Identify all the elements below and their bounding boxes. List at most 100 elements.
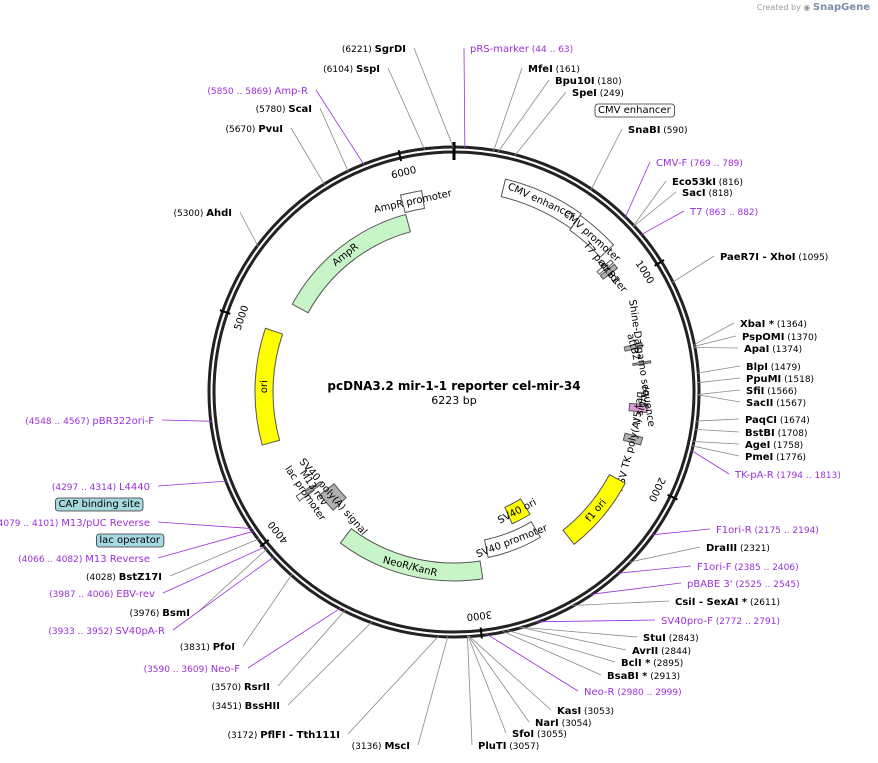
site-label-paer7i-xhoi[interactable]: PaeR7I - XhoI (1095): [720, 252, 828, 263]
label-name: pBR322ori-F: [92, 416, 154, 427]
primer-label-m13-puc-reverse[interactable]: (4079 .. 4101) M13/pUC Reverse: [0, 518, 150, 529]
site-label-pluti[interactable]: PluTI (3057): [478, 741, 539, 752]
site-label-bcli[interactable]: BclI * (2895): [621, 658, 683, 669]
snapgene-logo-icon: ◉: [803, 3, 811, 12]
site-label-bsabi[interactable]: BsaBI * (2913): [607, 671, 680, 682]
box-frame: [96, 533, 165, 548]
label-position: (2843): [666, 634, 699, 644]
site-label-sgrdi[interactable]: (6221) SgrDI: [342, 44, 406, 55]
label-position: (2772 .. 2791): [713, 617, 780, 627]
tick-mark: [219, 309, 231, 315]
primer-label-neo-r[interactable]: Neo-R (2980 .. 2999): [584, 687, 682, 698]
label-position: (1095): [796, 253, 829, 263]
site-label-rsrii[interactable]: (3570) RsrII: [211, 682, 270, 693]
label-position: (1776): [773, 453, 806, 463]
site-label-pvui[interactable]: (5670) PvuI: [226, 124, 283, 135]
site-label-pspomi[interactable]: PspOMI (1370): [742, 332, 817, 343]
feature-ampr-promoter[interactable]: [399, 190, 426, 214]
site-label-sacii[interactable]: SacII (1567): [746, 398, 806, 409]
feature-v5-tag[interactable]: [628, 402, 649, 414]
site-label-draiii[interactable]: DraIII (2321): [706, 543, 770, 554]
primer-label-f1ori-r[interactable]: F1ori-R (2175 .. 2194): [716, 525, 819, 536]
primer-label-tk-pa-r[interactable]: TK-pA-R (1794 .. 1813): [734, 470, 841, 481]
site-label-ahdi[interactable]: (5300) AhdI: [173, 208, 232, 219]
feature-sv40-promoter[interactable]: [483, 521, 542, 559]
site-label-bstz17i[interactable]: (4028) BstZ17I: [86, 572, 162, 583]
site-label-agei[interactable]: AgeI (1758): [745, 440, 803, 451]
leader-line: [467, 635, 473, 746]
feature-hsv-tk-poly-a-signal[interactable]: [622, 432, 644, 446]
site-label-bsshii[interactable]: (3451) BssHII: [212, 701, 280, 712]
primer-label-sv40pa-r[interactable]: (3933 .. 3952) SV40pA-R: [48, 626, 165, 637]
feature-ampr[interactable]: [291, 213, 412, 314]
site-label-bstbi[interactable]: BstBI (1708): [745, 428, 808, 439]
primer-label-f1ori-f[interactable]: F1ori-F (2385 .. 2406): [697, 562, 799, 573]
label-name: RsrII: [244, 682, 270, 693]
label-name: SacII: [746, 398, 773, 409]
site-label-sfoi[interactable]: SfoI (3055): [512, 729, 567, 740]
feature-cmv-promoter[interactable]: [569, 214, 615, 258]
label-name: NarI: [535, 718, 559, 729]
primer-label-cmv-f[interactable]: CMV-F (769 .. 789): [656, 158, 743, 169]
site-label-mfei[interactable]: MfeI (161): [528, 64, 580, 75]
site-label-sspi[interactable]: (6104) SspI: [323, 64, 380, 75]
feature-attb2[interactable]: [623, 341, 644, 352]
label-name: MscI: [384, 741, 410, 752]
site-label-apai[interactable]: ApaI (1374): [744, 344, 802, 355]
primer-label-pbabe-3[interactable]: pBABE 3' (2525 .. 2545): [687, 579, 800, 590]
site-label-avrii[interactable]: AvrII (2844): [632, 646, 691, 657]
primer-label-pbr322ori-f[interactable]: (4548 .. 4567) pBR322ori-F: [25, 416, 154, 427]
primer-label-sv40pro-f[interactable]: SV40pro-F (2772 .. 2791): [661, 616, 780, 627]
feature-label: V5 tag: [632, 391, 646, 425]
site-label-paqci[interactable]: PaqCI (1674): [745, 415, 810, 426]
label-name: MfeI: [528, 64, 553, 75]
label-position: (1794 .. 1813): [774, 471, 841, 481]
primer-label-m13-reverse[interactable]: (4066 .. 4082) M13 Reverse: [18, 554, 150, 565]
site-label-blpi[interactable]: BlpI (1479): [746, 362, 801, 373]
feature-t7-promoter[interactable]: [596, 259, 614, 275]
feature-sv40-poly-a-signal[interactable]: [319, 483, 347, 511]
site-label-ppumi[interactable]: PpuMI (1518): [746, 374, 814, 385]
site-label-scai[interactable]: (5780) ScaI: [256, 104, 312, 115]
plasmid-name: pcDNA3.2 mir-1-1 reporter cel-mir-34: [327, 379, 580, 393]
primer-label-neo-f[interactable]: (3590 .. 3609) Neo-F: [144, 664, 241, 675]
site-label-csii-sexai[interactable]: CsiI - SexAI * (2611): [675, 597, 780, 608]
site-label-bpu10i[interactable]: Bpu10I (180): [555, 76, 622, 87]
site-label-nari[interactable]: NarI (3054): [535, 718, 592, 729]
label-position: (2895): [650, 659, 683, 669]
feature-m13-rev[interactable]: [304, 481, 323, 495]
leader-line: [590, 582, 682, 595]
primer-label-l4440[interactable]: (4297 .. 4314) L4440: [52, 482, 150, 493]
site-label-saci[interactable]: SacI (818): [682, 188, 733, 199]
tick-mark: [654, 259, 665, 267]
primer-label-t7[interactable]: T7 (863 .. 882): [689, 207, 758, 218]
feature-neor-kanr[interactable]: [339, 527, 484, 582]
site-label-kasi[interactable]: KasI (3053): [557, 706, 614, 717]
feature-ori[interactable]: [254, 327, 284, 446]
primer-label-ebv-rev[interactable]: (3987 .. 4006) EBV-rev: [49, 589, 155, 600]
site-label-eco53ki[interactable]: Eco53kI (816): [672, 177, 743, 188]
label-position: (2611): [747, 598, 780, 608]
label-position: (5850 .. 5869): [207, 87, 274, 97]
tick-mark: [667, 493, 678, 501]
leader-line: [157, 521, 252, 529]
site-label-sfii[interactable]: SfiI (1566): [746, 386, 797, 397]
feature-attb1[interactable]: [599, 263, 619, 280]
site-label-pfoi[interactable]: (3831) PfoI: [180, 642, 235, 653]
feature-sv40-ori[interactable]: [504, 498, 531, 525]
site-label-msci[interactable]: (3136) MscI: [352, 741, 410, 752]
feature-shine-dalgarno-sequence[interactable]: [632, 360, 652, 367]
site-label-snabi[interactable]: SnaBI (590): [628, 125, 687, 136]
feature-f1-ori[interactable]: [562, 473, 626, 546]
site-label-bsmi[interactable]: (3976) BsmI: [129, 608, 190, 619]
leader-lines: [157, 47, 741, 746]
primer-label-prs-marker[interactable]: pRS-marker (44 .. 63): [470, 44, 573, 55]
site-label-pmei[interactable]: PmeI (1776): [745, 452, 806, 463]
site-label-xbai[interactable]: XbaI * (1364): [740, 319, 807, 330]
site-label-spei[interactable]: SpeI (249): [572, 88, 624, 99]
label-name: BssHII: [245, 701, 280, 712]
site-label-pflfi-tth111i[interactable]: (3172) PflFI - Tth111I: [227, 730, 340, 741]
label-position: (4548 .. 4567): [25, 417, 92, 427]
primer-label-amp-r[interactable]: (5850 .. 5869) Amp-R: [207, 86, 308, 97]
site-label-stui[interactable]: StuI (2843): [643, 633, 699, 644]
